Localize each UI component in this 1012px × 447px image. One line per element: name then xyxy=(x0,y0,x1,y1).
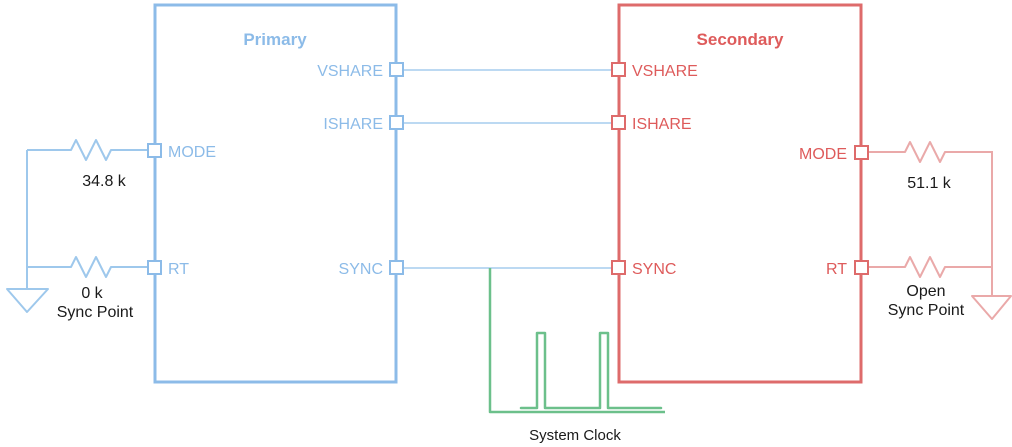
secondary-ground-symbol xyxy=(971,295,1012,320)
secondary-rt-resistor-value: Open xyxy=(906,283,945,300)
secondary-rt-sync-point-note: Sync Point xyxy=(888,302,965,319)
secondary-pin-ishare[interactable] xyxy=(611,115,626,130)
primary-block: Primary xyxy=(153,3,398,384)
secondary-pin-label-rt: RT xyxy=(826,261,847,278)
primary-mode-resistor-value: 34.8 k xyxy=(82,173,127,190)
secondary-mode-resistor-value: 51.1 k xyxy=(907,175,952,192)
primary-external-network: MODE RT 34.8 k 0 k Sync Point xyxy=(6,139,216,321)
primary-pin-label-rt: RT xyxy=(168,261,189,278)
primary-pin-sync[interactable] xyxy=(389,260,404,275)
primary-block-outline xyxy=(153,3,398,384)
secondary-block-title: Secondary xyxy=(697,30,784,49)
sync-net: SYNC SYNC xyxy=(339,260,676,278)
secondary-external-network: MODE RT 51.1 k Open Sync Point xyxy=(799,141,1012,320)
primary-pin-mode[interactable] xyxy=(147,143,162,158)
primary-pin-label-sync: SYNC xyxy=(339,261,383,278)
ishare-net: ISHARE ISHARE xyxy=(323,115,692,133)
secondary-block-outline xyxy=(617,3,863,384)
secondary-pin-label-mode: MODE xyxy=(799,146,847,163)
secondary-pin-sync[interactable] xyxy=(611,260,626,275)
secondary-pin-rt[interactable] xyxy=(854,260,869,275)
secondary-block: Secondary xyxy=(617,3,863,384)
primary-pin-label-mode: MODE xyxy=(168,144,216,161)
system-clock-pulse-train xyxy=(519,331,663,410)
secondary-pin-label-ishare: ISHARE xyxy=(632,116,692,133)
primary-pin-vshare[interactable] xyxy=(389,62,404,77)
primary-mode-resistor-symbol xyxy=(66,139,116,161)
primary-pin-rt[interactable] xyxy=(147,260,162,275)
primary-pin-ishare[interactable] xyxy=(389,115,404,130)
secondary-pin-label-sync: SYNC xyxy=(632,261,676,278)
primary-ground-symbol xyxy=(6,288,49,313)
primary-rt-resistor-symbol xyxy=(66,256,116,278)
secondary-pin-label-vshare: VSHARE xyxy=(632,63,698,80)
primary-pin-label-ishare: ISHARE xyxy=(323,116,383,133)
vshare-net: VSHARE VSHARE xyxy=(317,62,698,80)
secondary-mode-resistor-symbol xyxy=(900,141,950,163)
primary-rt-resistor-value: 0 k xyxy=(81,285,103,302)
secondary-pin-vshare[interactable] xyxy=(611,62,626,77)
system-clock-waveform: System Clock xyxy=(488,268,665,444)
primary-pin-label-vshare: VSHARE xyxy=(317,63,383,80)
system-clock-label: System Clock xyxy=(529,427,621,444)
primary-rt-sync-point-note: Sync Point xyxy=(57,304,134,321)
system-clock-drop-line xyxy=(488,268,665,414)
primary-block-title: Primary xyxy=(243,30,307,49)
secondary-pin-mode[interactable] xyxy=(854,145,869,160)
secondary-rt-resistor-symbol xyxy=(900,256,950,278)
